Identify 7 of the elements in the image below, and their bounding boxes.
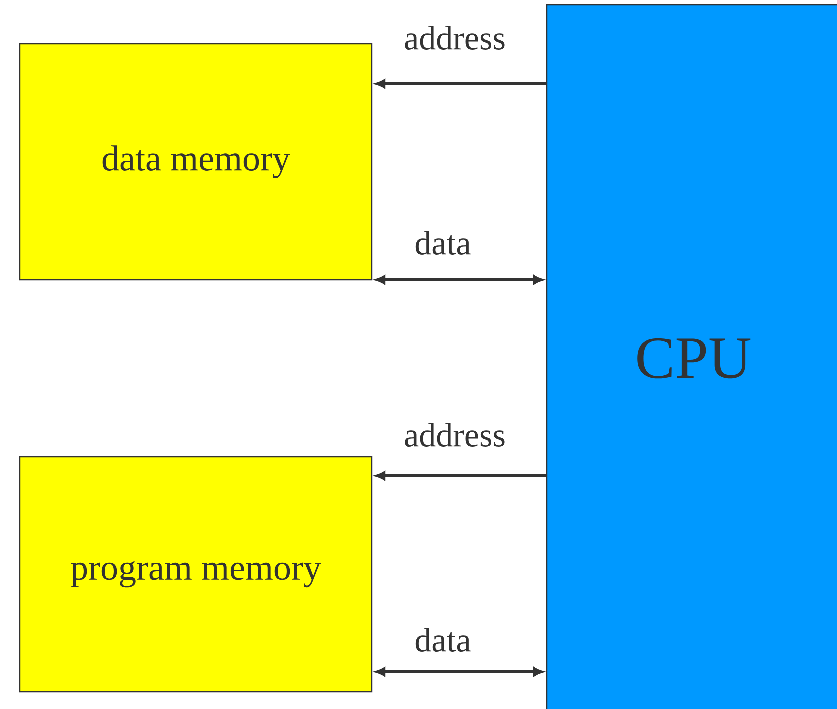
edge-label: address	[403, 25, 507, 51]
edge-label: data	[414, 230, 472, 256]
edge-label: data	[414, 627, 472, 653]
edge-label: address	[403, 422, 507, 448]
memory-box: data memory	[19, 43, 373, 281]
memory-box: program memory	[19, 456, 373, 693]
cpu-box: CPU	[546, 4, 837, 709]
